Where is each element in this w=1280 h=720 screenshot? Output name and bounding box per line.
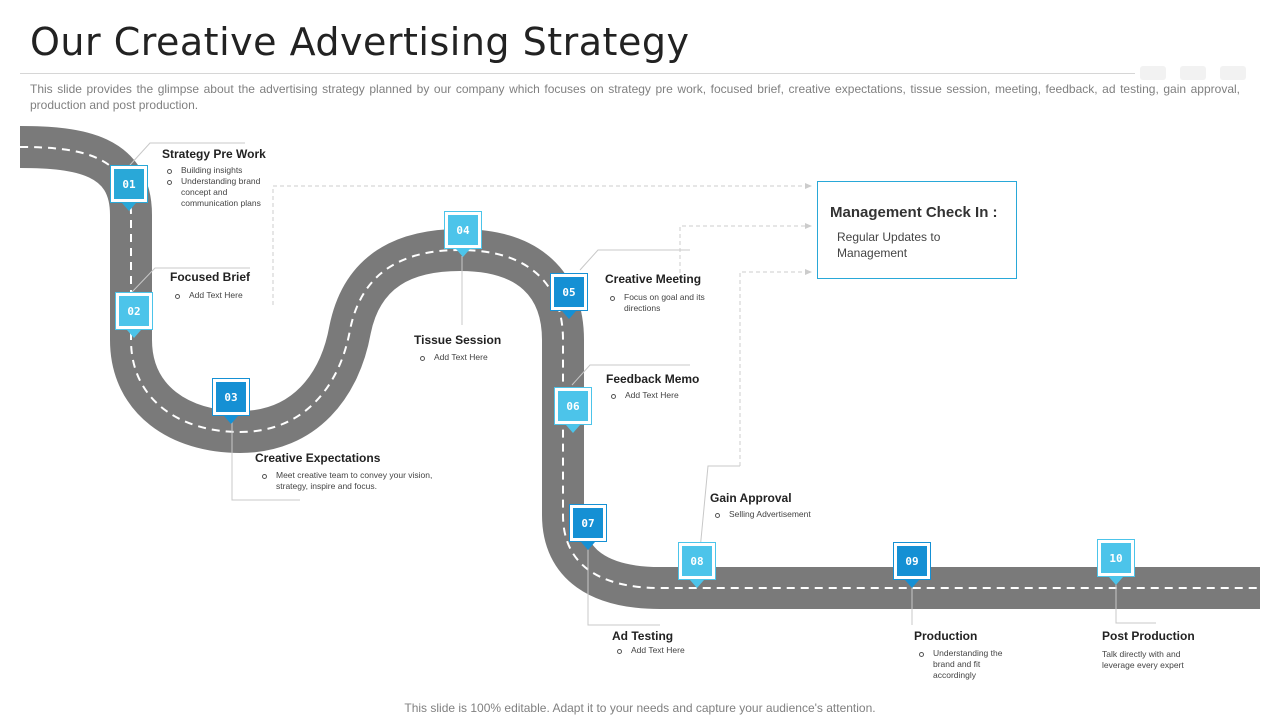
management-check-in-text: Regular Updates to Management <box>837 230 941 260</box>
step-text-post-production: Talk directly with and leverage every ex… <box>1102 649 1184 670</box>
bullet-item: Meet creative team to convey your vision… <box>262 470 456 492</box>
step-title-feedback-memo: Feedback Memo <box>606 372 700 386</box>
bullet-item: Add Text Here <box>175 290 289 301</box>
step-marker-08: 08 <box>678 542 716 588</box>
arrow-heads <box>805 183 812 275</box>
step-title-post-production: Post Production <box>1102 629 1195 643</box>
step-title-focused-brief: Focused Brief <box>170 270 251 284</box>
slide-title: Our Creative Advertising Strategy <box>30 20 690 64</box>
step-marker-07: 07 <box>569 504 607 550</box>
bullet-item: Understanding brand concept and communic… <box>167 176 273 209</box>
dashed-arrows <box>272 185 810 466</box>
step-marker-02: 02 <box>115 292 153 338</box>
step-bullets-focused-brief: Add Text Here <box>170 290 289 301</box>
megaphone-icon <box>1140 66 1166 80</box>
step-title-gain-approval: Gain Approval <box>710 491 792 505</box>
step-bullets-strategy-pre-work: Building insights Understanding brand co… <box>162 165 273 209</box>
step-title-production: Production <box>914 629 978 643</box>
step-marker-10: 10 <box>1097 539 1135 585</box>
step-marker-04: 04 <box>444 211 482 257</box>
bullet-item: Add Text Here <box>420 352 534 363</box>
bullet-item: Building insights <box>167 165 273 176</box>
connector-lines <box>129 142 1156 626</box>
bullet-item: Add Text Here <box>617 645 731 656</box>
step-marker-03: 03 <box>212 378 250 424</box>
step-marker-06: 06 <box>554 387 592 433</box>
slide-description: This slide provides the glimpse about th… <box>30 82 1240 112</box>
step-bullets-creative-meeting: Focus on goal and its directions <box>605 292 724 314</box>
step-title-creative-expectations: Creative Expectations <box>255 451 381 465</box>
step-marker-09: 09 <box>893 542 931 588</box>
step-title-ad-testing: Ad Testing <box>612 629 674 643</box>
slide-footer-note: This slide is 100% editable. Adapt it to… <box>404 701 876 715</box>
road-center-line <box>19 146 1260 589</box>
step-bullets-creative-expectations: Meet creative team to convey your vision… <box>257 470 456 492</box>
gear-icon <box>1220 66 1246 80</box>
step-bullets-feedback-memo: Add Text Here <box>606 390 725 401</box>
management-check-in-box: Management Check In : Regular Updates to… <box>817 181 1017 279</box>
users-icon <box>1180 66 1206 80</box>
bullet-item: Selling Advertisement <box>715 509 859 520</box>
step-marker-01: 01 <box>110 165 148 211</box>
bullet-item: Focus on goal and its directions <box>610 292 724 314</box>
step-title-tissue-session: Tissue Session <box>414 333 502 347</box>
step-bullets-tissue-session: Add Text Here <box>415 352 534 363</box>
step-title-strategy-pre-work: Strategy Pre Work <box>162 147 266 161</box>
step-bullets-production: Understanding the brand and fit accordin… <box>914 648 1025 681</box>
bullet-item: Add Text Here <box>611 390 725 401</box>
step-bullets-ad-testing: Add Text Here <box>612 645 731 656</box>
title-divider <box>20 73 1135 74</box>
step-bullets-gain-approval: Selling Advertisement <box>710 509 859 520</box>
step-title-creative-meeting: Creative Meeting <box>605 272 702 286</box>
step-marker-05: 05 <box>550 273 588 319</box>
bullet-item: Understanding the brand and fit accordin… <box>919 648 1025 681</box>
management-check-in-title: Management Check In : <box>830 204 998 221</box>
road <box>19 126 1260 609</box>
